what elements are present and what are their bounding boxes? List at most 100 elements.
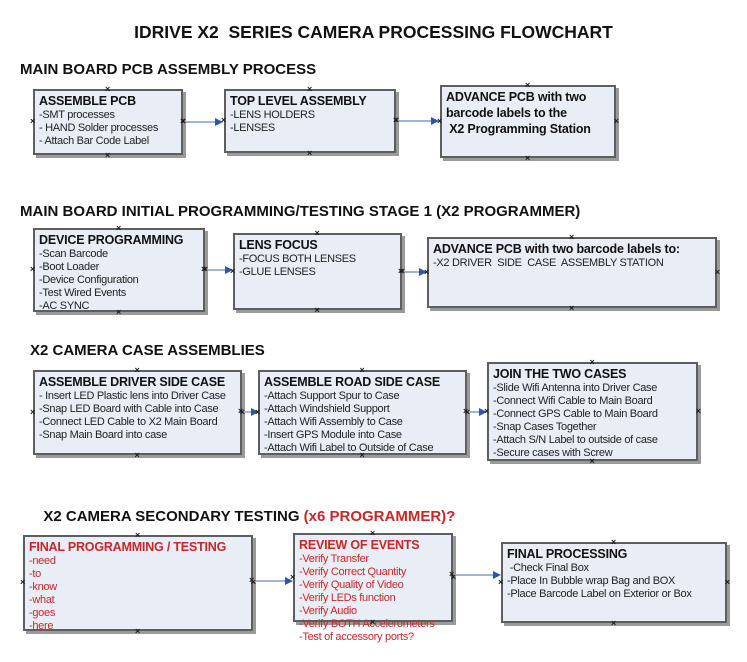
connection-handle: × (250, 577, 256, 587)
box-item: -Secure cases with Screw (493, 447, 613, 459)
flow-box-assemble-road-side-case: ASSEMBLE ROAD SIDE CASE -Attach Support … (255, 366, 470, 460)
flow-arrow-1 (180, 117, 223, 126)
box-title: ASSEMBLE PCB (39, 94, 136, 108)
connection-handle: × (359, 365, 365, 375)
connection-handle: × (695, 405, 701, 416)
connection-handle: × (589, 456, 595, 466)
box-items: -Slide Wifi Antenna into Driver Case -Con… (493, 382, 696, 460)
flow-arrow-3 (201, 265, 233, 274)
connection-handle: × (498, 576, 504, 587)
box-items: -X2 DRIVER SIDE CASE ASSEMBLY STATION (433, 257, 715, 270)
connection-handle: × (30, 406, 36, 417)
connection-handle: × (30, 116, 36, 126)
box-item: -Verify BOTH Accelerometers (299, 618, 435, 630)
connection-handle: × (484, 405, 490, 416)
box-item: -to (29, 568, 41, 580)
box-title: ADVANCE PCB with two barcode labels to: (433, 242, 680, 256)
connection-handle: × (307, 84, 313, 94)
connection-handle: × (450, 571, 456, 582)
box-item: - HAND Solder processes (39, 122, 159, 134)
box-item: -Verify Correct Quantity (299, 566, 407, 578)
connection-handle: × (180, 116, 186, 126)
connection-handle: × (464, 406, 470, 417)
connection-handle: × (525, 153, 531, 163)
section-heading-red-part: (x6 PROGRAMMER)? (299, 508, 456, 525)
box-items: -SMT processes- HAND Solder processes- A… (39, 109, 181, 148)
connection-handle: × (399, 265, 405, 276)
connection-handle: × (525, 80, 531, 90)
page-title: IDRIVE X2 SERIES CAMERA PROCESSING FLOWC… (134, 22, 613, 42)
connection-handle: × (221, 115, 227, 125)
section-heading-camera-case-assemblies: X2 CAMERA CASE ASSEMBLIES (30, 342, 265, 359)
box-item: -GLUE LENSES (239, 266, 316, 278)
box-item: -Snap LED Board with Cable into Case (39, 403, 219, 415)
box-title: DEVICE PROGRAMMING (39, 233, 184, 247)
box-item: -Attach Support Spur to Case (264, 390, 400, 402)
connection-handle: × (437, 115, 443, 126)
box-item: -X2 DRIVER SIDE CASE ASSEMBLY STATION (433, 257, 664, 269)
connection-handle: × (370, 617, 376, 627)
box-item: barcode labels to the (446, 106, 567, 120)
flow-box-lens-focus: LENS FOCUS -FOCUS BOTH LENSES-GLUE LENSE… (230, 229, 405, 315)
connection-handle: × (116, 307, 122, 317)
connection-handle: × (290, 571, 296, 582)
flow-arrow-2 (393, 116, 439, 125)
box-item: -Place In Bubble wrap Bag and BOX (507, 575, 676, 587)
box-item: -Attach Windshield Support (264, 403, 390, 415)
box-items: -need-to-know-what-goes-here (29, 555, 251, 633)
flow-arrow-8 (449, 570, 501, 579)
box-item: -Attach S/N Label to outside of case (493, 434, 658, 446)
box-item: -Scan Barcode (39, 248, 108, 260)
box-item: -Connect GPS Cable to Main Board (493, 408, 658, 420)
flow-box-final-programming-testing: FINAL PROGRAMMING / TESTING -need-to-kno… (20, 531, 256, 636)
box-title: REVIEW OF EVENTS (299, 538, 420, 552)
flow-arrow-4 (398, 267, 427, 276)
box-item: -AC SYNC (39, 300, 90, 312)
box-title: LENS FOCUS (239, 238, 318, 252)
connection-handle: × (135, 530, 141, 540)
connection-handle: × (359, 450, 365, 460)
box-item: -Boot Loader (39, 261, 99, 273)
box-items: -Attach Support Spur to Case-Attach Wind… (264, 390, 465, 455)
box-item: -Device Configuration (39, 274, 139, 286)
connection-handle: × (105, 150, 111, 160)
box-title: ASSEMBLE DRIVER SIDE CASE (39, 375, 226, 389)
section-heading-initial-programming-testing: MAIN BOARD INITIAL PROGRAMMING/TESTING S… (20, 203, 581, 220)
connection-handle: × (202, 264, 208, 274)
box-item: ADVANCE PCB with two (446, 90, 587, 104)
box-item: -Verify Transfer (299, 553, 369, 565)
connection-handle: × (724, 576, 730, 587)
box-item: -Attach Wifi Label to Outside of Case (264, 442, 434, 454)
connection-handle: × (569, 303, 575, 313)
box-item: X2 Programming Station (446, 122, 591, 136)
connection-handle: × (424, 266, 430, 277)
connection-handle: × (314, 228, 320, 238)
connection-handle: × (569, 232, 575, 242)
box-item: -Test of accessory ports? (299, 631, 414, 643)
flow-arrow-5 (238, 407, 259, 416)
box-item: -know (29, 581, 57, 593)
connection-handle: × (116, 223, 122, 233)
flow-box-advance-pcb-to-driver-side-station: ADVANCE PCB with two barcode labels to: … (424, 233, 720, 313)
section-heading-main-board-pcb-assembly: MAIN BOARD PCB ASSEMBLY PROCESS (20, 61, 317, 78)
box-item: -FOCUS BOTH LENSES (239, 253, 356, 265)
box-title: ASSEMBLE ROAD SIDE CASE (264, 375, 440, 389)
flow-box-review-of-events: REVIEW OF EVENTS -Verify Transfer-Verify… (290, 529, 456, 644)
section-heading-black-part: X2 CAMERA SECONDARY TESTING (43, 508, 300, 525)
box-item: -Snap Main Board into case (39, 429, 167, 441)
connection-handle: × (239, 406, 245, 417)
box-item: -Snap Cases Together (493, 421, 597, 433)
box-item: -Verify Quality of Video (299, 579, 404, 591)
box-item: -Slide Wifi Antenna into Driver Case (493, 382, 658, 394)
connection-handle: × (255, 406, 261, 417)
box-item: -Insert GPS Module into Case (264, 429, 402, 441)
box-item: -Check Final Box (507, 562, 589, 574)
flow-box-top-level-assembly: TOP LEVEL ASSEMBLY -LENS HOLDERS-LENSES … (221, 85, 399, 158)
box-title: FINAL PROCESSING (507, 547, 628, 561)
connection-handle: × (613, 115, 619, 126)
box-item: -SMT processes (39, 109, 115, 121)
connection-handle: × (135, 626, 141, 636)
flow-box-assemble-driver-side-case: ASSEMBLE DRIVER SIDE CASE - Insert LED P… (30, 366, 245, 460)
box-item: -Verify Audio (299, 605, 357, 617)
box-items: -Check Final Box-Place In Bubble wrap Ba… (507, 562, 725, 601)
